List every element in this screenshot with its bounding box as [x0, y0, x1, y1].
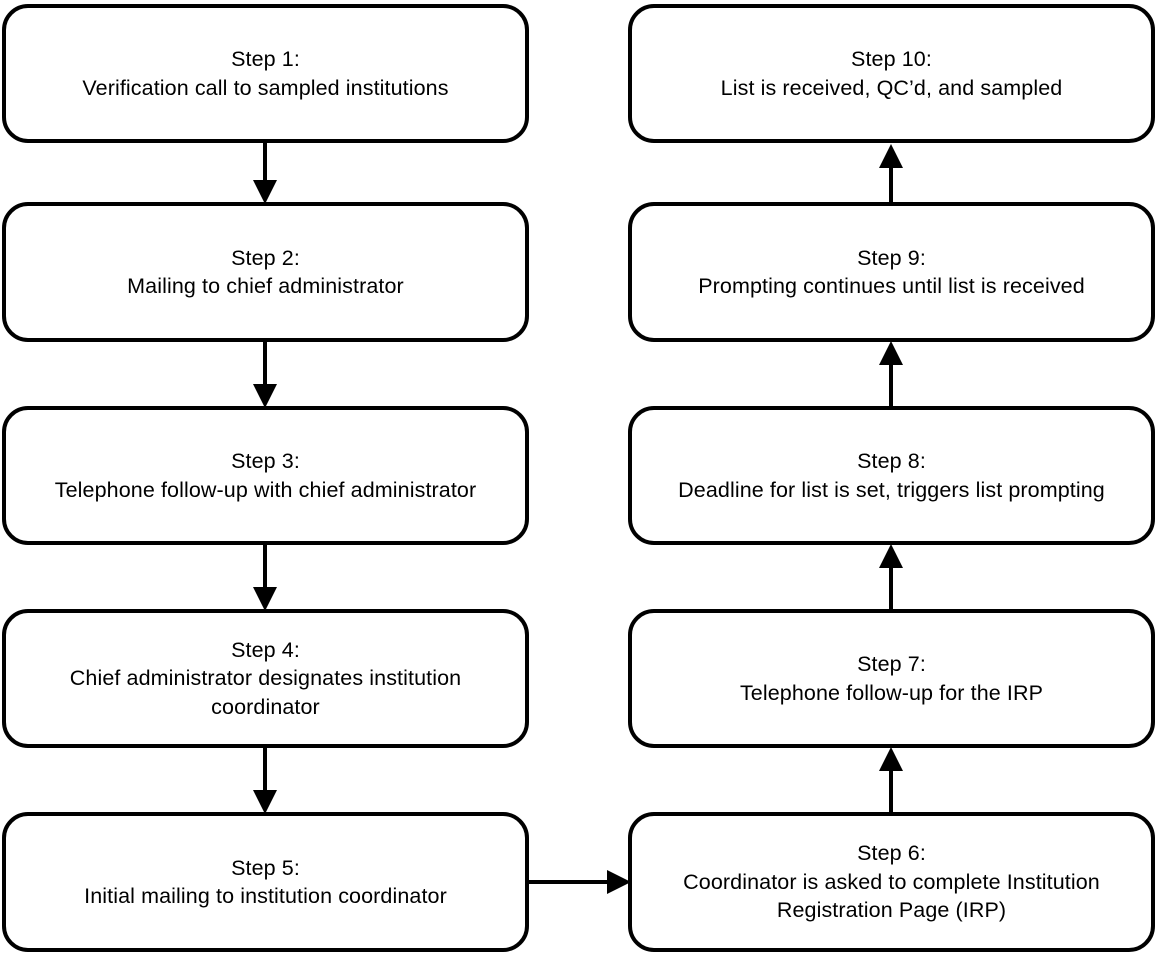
flow-node-label: Step 6: Coordinator is asked to complete…	[683, 841, 1100, 923]
flow-node-label: Step 5: Initial mailing to institution c…	[84, 855, 447, 908]
flow-node-step2[interactable]: Step 2: Mailing to chief administrator	[2, 202, 529, 342]
edge-line	[263, 340, 267, 387]
arrowhead-up-icon	[879, 341, 903, 365]
flow-node-step5[interactable]: Step 5: Initial mailing to institution c…	[2, 812, 529, 952]
flow-node-label: Step 8: Deadline for list is set, trigge…	[678, 449, 1105, 502]
arrowhead-up-icon	[879, 747, 903, 771]
flow-node-step7[interactable]: Step 7: Telephone follow-up for the IRP	[628, 609, 1155, 748]
flow-node-label: Step 7: Telephone follow-up for the IRP	[739, 652, 1044, 705]
flow-node-step1[interactable]: Step 1: Verification call to sampled ins…	[2, 4, 529, 143]
arrowhead-down-icon	[253, 790, 277, 814]
flow-node-label: Step 10: List is received, QC’d, and sam…	[720, 47, 1063, 100]
flow-node-step9[interactable]: Step 9: Prompting continues until list i…	[628, 202, 1155, 342]
edge-line	[889, 566, 893, 611]
flow-node-step8[interactable]: Step 8: Deadline for list is set, trigge…	[628, 406, 1155, 545]
flow-node-step3[interactable]: Step 3: Telephone follow-up with chief a…	[2, 406, 529, 545]
flow-node-step10[interactable]: Step 10: List is received, QC’d, and sam…	[628, 4, 1155, 143]
arrowhead-down-icon	[253, 587, 277, 611]
flow-node-label: Step 1: Verification call to sampled ins…	[82, 47, 449, 100]
arrowhead-right-icon	[607, 870, 631, 894]
flow-node-label: Step 2: Mailing to chief administrator	[127, 245, 404, 298]
edge-line	[263, 141, 267, 183]
arrowhead-up-icon	[879, 144, 903, 168]
flow-node-step6[interactable]: Step 6: Coordinator is asked to complete…	[628, 812, 1155, 952]
edge-line	[889, 769, 893, 814]
arrowhead-down-icon	[253, 180, 277, 204]
edge-line	[889, 166, 893, 204]
arrowhead-up-icon	[879, 544, 903, 568]
flow-node-label: Step 3: Telephone follow-up with chief a…	[54, 449, 477, 502]
edge-line	[263, 543, 267, 590]
edge-line	[889, 363, 893, 408]
edge-line	[263, 746, 267, 793]
edge-line	[527, 880, 610, 884]
flow-node-label: Step 4: Chief administrator designates i…	[69, 637, 462, 719]
flow-node-label: Step 9: Prompting continues until list i…	[698, 245, 1085, 298]
flow-node-step4[interactable]: Step 4: Chief administrator designates i…	[2, 609, 529, 748]
arrowhead-down-icon	[253, 384, 277, 408]
